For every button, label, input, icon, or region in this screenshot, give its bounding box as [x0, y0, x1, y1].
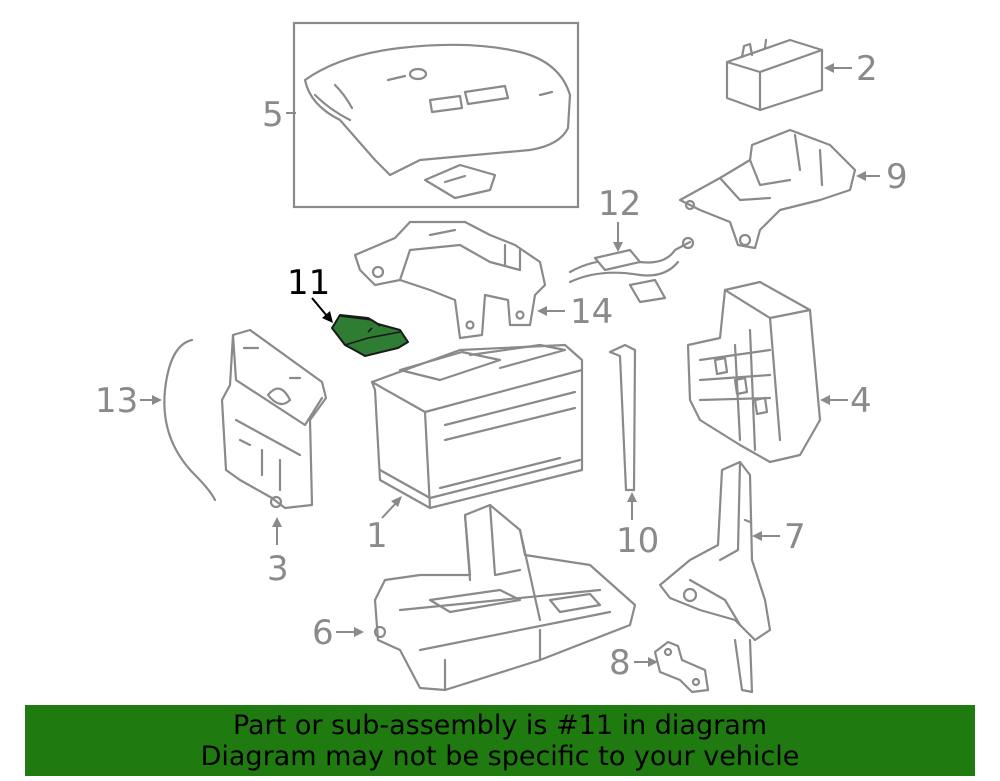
part-2-module[interactable]	[725, 38, 824, 112]
part-8-clip[interactable]	[653, 640, 710, 694]
callout-2: 2	[856, 49, 878, 89]
parts-diagram: 5 2 9 12 11 14 13 4 1 7 10 3 6 8	[95, 21, 908, 694]
part-11-terminal-cover[interactable]	[331, 314, 409, 357]
callout-12: 12	[598, 184, 641, 224]
callout-6: 6	[312, 613, 334, 653]
callout-14: 14	[570, 292, 613, 332]
callout-1: 1	[366, 516, 388, 556]
part-3-shield[interactable]	[220, 328, 328, 510]
callout-8: 8	[609, 643, 631, 683]
part-9-bracket[interactable]	[678, 128, 857, 250]
callout-5: 5	[262, 95, 284, 135]
part-5-cover[interactable]	[292, 21, 580, 209]
part-10-rod[interactable]	[608, 343, 637, 492]
part-12-harness[interactable]	[568, 236, 695, 304]
callout-9: 9	[886, 157, 908, 197]
callouts: 5 2 9 12 11 14 13 4 1 7 10 3 6 8	[95, 49, 908, 683]
part-1-battery[interactable]	[370, 343, 584, 510]
callout-10: 10	[616, 521, 659, 561]
part-4-insulation[interactable]	[686, 280, 822, 464]
leader-11	[311, 297, 333, 323]
leaders	[140, 63, 880, 667]
part-13-cable[interactable]	[163, 338, 217, 502]
part-6-tray[interactable]	[373, 503, 637, 692]
callout-11: 11	[287, 263, 330, 303]
banner-line-2: Diagram may not be specific to your vehi…	[200, 741, 800, 772]
callout-4: 4	[850, 381, 872, 421]
callout-7: 7	[784, 517, 806, 557]
part-14-bracket[interactable]	[353, 220, 547, 340]
part-7-bracket[interactable]	[658, 460, 772, 694]
callout-3: 3	[267, 549, 289, 589]
info-banner: Part or sub-assembly is #11 in diagram D…	[25, 705, 975, 776]
callout-13: 13	[95, 381, 138, 421]
banner-line-1: Part or sub-assembly is #11 in diagram	[232, 710, 768, 741]
